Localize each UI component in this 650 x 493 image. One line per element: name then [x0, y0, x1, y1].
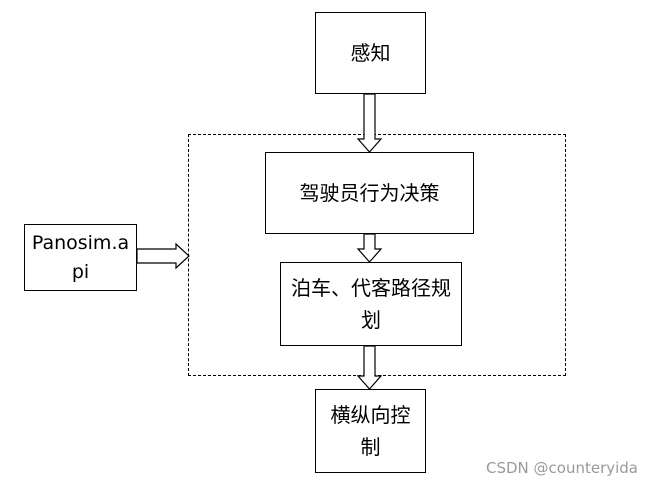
- node-path-planning-label: 泊车、代客路径规划: [291, 276, 451, 332]
- node-behavior-decision-label: 驾驶员行为决策: [299, 181, 440, 205]
- node-path-planning: 泊车、代客路径规划: [280, 262, 462, 346]
- node-perception-label: 感知: [350, 41, 391, 65]
- node-control: 横纵向控制: [315, 389, 426, 473]
- node-api: Panosim.api: [24, 224, 137, 291]
- arrow-decision-to-planning: [356, 233, 383, 263]
- arrow-planning-to-control: [356, 345, 383, 390]
- node-api-label: Panosim.api: [31, 231, 130, 283]
- watermark: CSDN @counteryida: [485, 459, 638, 477]
- arrow-api-to-group: [136, 242, 190, 270]
- arrow-perception-to-decision: [356, 93, 383, 153]
- node-control-label: 横纵向控制: [330, 403, 411, 459]
